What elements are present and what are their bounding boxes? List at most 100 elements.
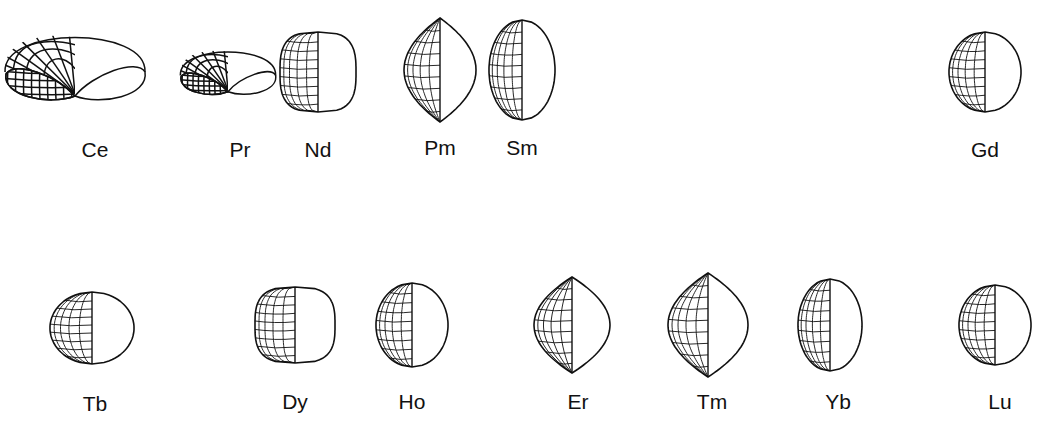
- axis-line: [994, 285, 995, 365]
- shape-outline: [404, 18, 476, 122]
- orbital-shape: [666, 273, 748, 377]
- mesh-meridian: [965, 32, 985, 112]
- mesh-meridian: [561, 277, 572, 373]
- orbital-shape: [374, 283, 448, 367]
- mesh-meridian: [193, 64, 194, 101]
- element-label: Lu: [988, 390, 1011, 414]
- mesh-grid: [957, 285, 995, 365]
- orbital-shape: [278, 32, 356, 112]
- mesh-meridian: [54, 292, 92, 364]
- element-label: Dy: [282, 390, 308, 414]
- cross-section: [228, 72, 276, 95]
- axis-line: [571, 277, 572, 373]
- orbital-shape: [402, 18, 476, 122]
- orbital-shape: [48, 292, 134, 364]
- torus-shape: [0, 34, 145, 110]
- mesh-meridian: [16, 55, 18, 110]
- mesh-meridian: [953, 32, 985, 112]
- mesh-parallel: [177, 79, 229, 81]
- mesh-meridian: [380, 283, 412, 367]
- element-label: Sm: [506, 136, 538, 160]
- mesh-meridian: [492, 20, 522, 120]
- orbital-shape: [796, 279, 862, 371]
- shape-outline: [668, 273, 748, 377]
- mesh-meridian: [307, 32, 318, 112]
- torus-shape: [167, 50, 276, 102]
- mesh-meridian: [696, 273, 708, 377]
- mesh-grid: [374, 283, 412, 367]
- torus-rim: [5, 38, 145, 73]
- orbital-shape: [487, 20, 555, 120]
- mesh-meridian: [975, 285, 995, 365]
- axis-line: [829, 279, 830, 371]
- mesh-meridian: [284, 32, 318, 112]
- mesh-meridian: [226, 64, 227, 101]
- axis-line: [439, 18, 440, 122]
- mesh-meridian: [273, 287, 295, 363]
- mesh-meridian: [963, 285, 995, 365]
- mesh-grid: [48, 292, 92, 364]
- element-label: Pm: [424, 136, 456, 160]
- mesh-meridian: [265, 287, 295, 363]
- mesh-meridian: [209, 64, 210, 101]
- mesh-meridian: [974, 32, 985, 112]
- mesh-parallel: [0, 92, 77, 95]
- mesh-grid: [487, 20, 522, 120]
- mesh-grid: [177, 64, 229, 101]
- mesh-meridian: [504, 20, 522, 120]
- mesh-grid: [796, 279, 830, 371]
- mesh-meridian: [198, 64, 199, 101]
- mesh-meridian: [392, 283, 412, 367]
- mesh-meridian: [56, 55, 58, 110]
- mesh-meridian: [32, 55, 34, 110]
- torus-lobe-outline: [6, 69, 75, 100]
- shape-outline: [534, 277, 610, 373]
- mesh-meridian: [64, 55, 66, 110]
- mesh-parallel: [177, 89, 229, 91]
- mesh-grid: [278, 32, 318, 112]
- element-label: Pr: [230, 138, 251, 162]
- mesh-meridian: [801, 279, 830, 371]
- shape-outline: [376, 283, 448, 367]
- shape-outline: [255, 287, 335, 363]
- element-label: Tb: [83, 392, 108, 416]
- shape-outline: [489, 20, 555, 120]
- mesh-meridian: [188, 64, 189, 101]
- mesh-grid: [0, 55, 77, 110]
- mesh-meridian: [538, 277, 572, 373]
- mesh-meridian: [413, 18, 440, 122]
- mesh-meridian: [283, 287, 295, 363]
- mesh-meridian: [512, 20, 522, 120]
- orbital-shape: [947, 32, 1021, 112]
- mesh-meridian: [812, 279, 830, 371]
- torus-lobe-outline: [181, 73, 228, 94]
- mesh-meridian: [544, 277, 573, 373]
- mesh-meridian: [48, 55, 50, 110]
- element-label: Yb: [825, 390, 851, 414]
- mesh-meridian: [24, 55, 26, 110]
- shape-outline: [50, 292, 134, 364]
- shape-outline: [949, 32, 1021, 112]
- mesh-meridian: [259, 287, 295, 363]
- element-label: Ho: [399, 390, 426, 414]
- mesh-meridian: [429, 18, 440, 122]
- element-label: Tm: [697, 390, 727, 414]
- mesh-meridian: [79, 292, 92, 364]
- mesh-meridian: [215, 64, 216, 101]
- element-label: Ce: [82, 138, 109, 162]
- mesh-meridian: [984, 285, 995, 365]
- mesh-meridian: [678, 273, 708, 377]
- axis-line: [521, 20, 522, 120]
- mesh-meridian: [672, 273, 708, 377]
- orbital-shape: [253, 287, 335, 363]
- axis-line: [317, 32, 318, 112]
- mesh-meridian: [820, 279, 830, 371]
- element-label: Gd: [971, 138, 999, 162]
- mesh-meridian: [72, 55, 74, 110]
- axis-line: [91, 292, 92, 364]
- axis-line: [411, 283, 412, 367]
- mesh-parallel: [177, 70, 229, 72]
- axis-line: [984, 32, 985, 112]
- mesh-meridian: [401, 283, 412, 367]
